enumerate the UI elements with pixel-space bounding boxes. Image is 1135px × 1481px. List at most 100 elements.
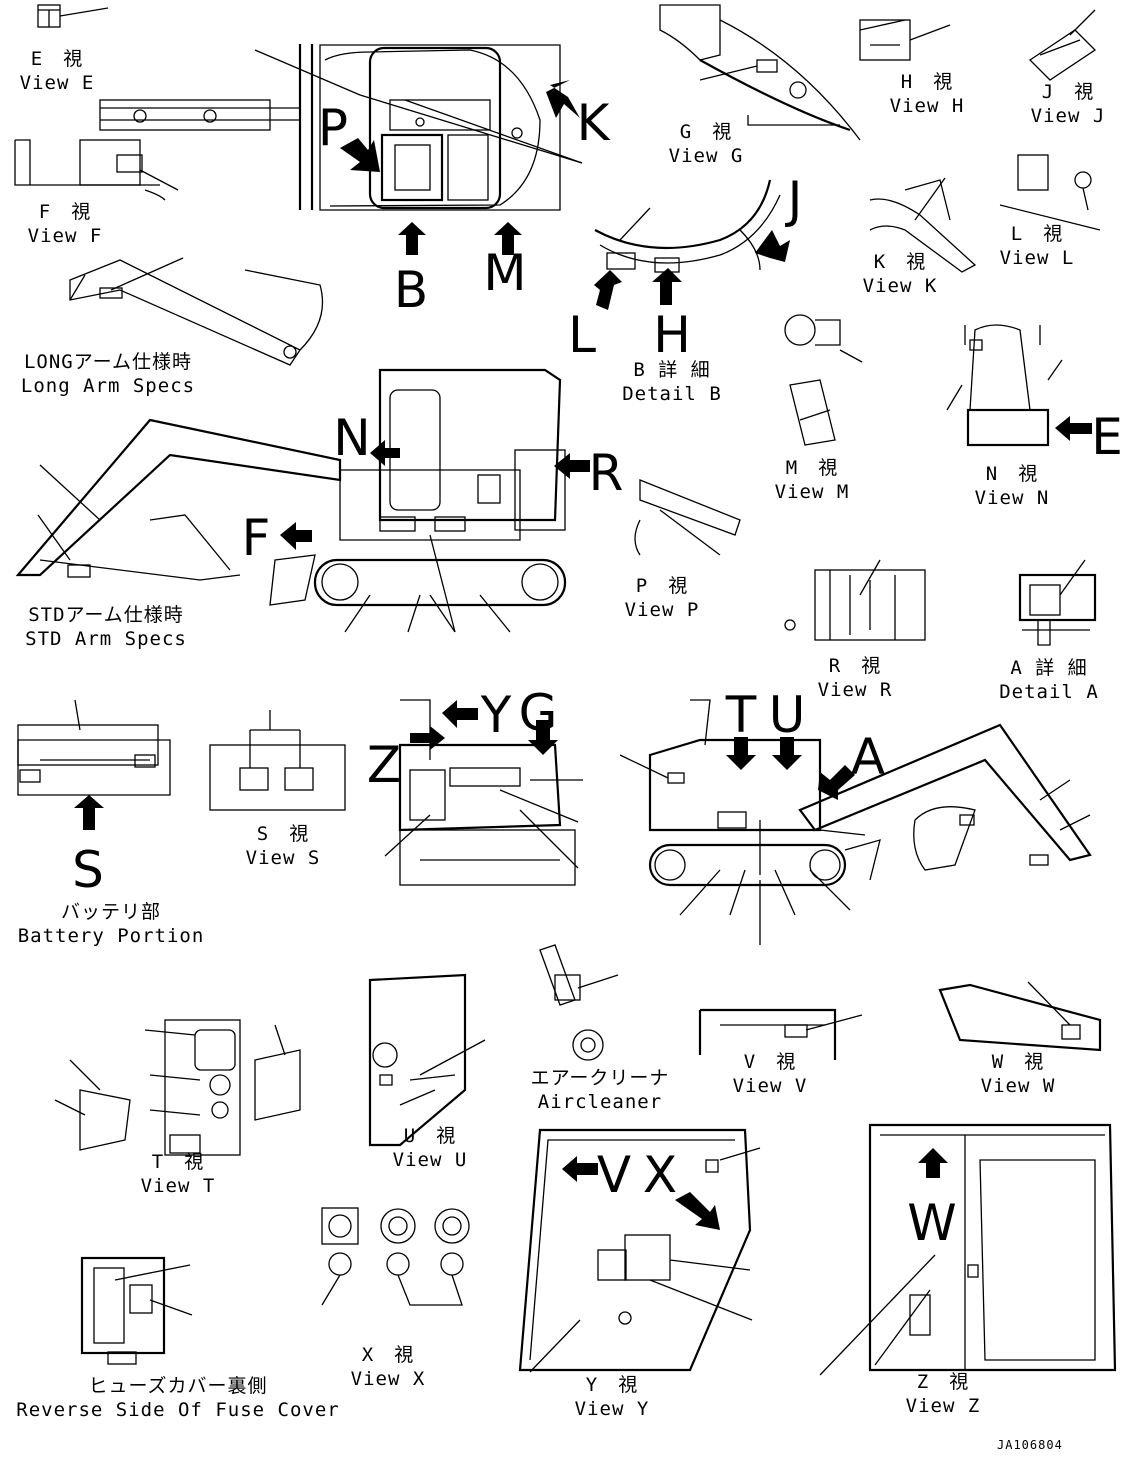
- view-t-sketch: [54, 1019, 301, 1156]
- view-j-en: View J: [1030, 105, 1106, 127]
- view-z-sketch: [819, 1123, 1117, 1376]
- arrow-letter-y: Y: [480, 686, 512, 744]
- arrow-letter-r: R: [588, 444, 624, 502]
- view-m-sketch: [784, 314, 863, 446]
- view-w-sketch: [938, 981, 1102, 1052]
- battery-jp: バッテリ部: [60, 901, 161, 923]
- view-y-sketch: [518, 1128, 761, 1373]
- view-k-sketch: [869, 177, 977, 273]
- aircleaner-sketch: [539, 944, 619, 1061]
- view-e-jp: E 視: [30, 48, 84, 70]
- arrow-letter-w: W: [907, 1194, 957, 1252]
- detail-a-jp: A 詳 細: [1010, 657, 1088, 679]
- view-n-en: View N: [974, 487, 1050, 509]
- view-j-jp: J 視: [1041, 81, 1095, 103]
- drawing-code: JA106804: [997, 1438, 1063, 1452]
- arrow-letter-g: G: [518, 684, 558, 742]
- arrow-letter-p: P: [317, 99, 349, 157]
- view-r-sketch: [784, 559, 926, 641]
- view-r-en: View R: [817, 679, 893, 701]
- view-v-sketch: [698, 1008, 863, 1060]
- view-u-sketch: [368, 973, 486, 1147]
- view-l-sketch: [999, 154, 1101, 231]
- view-f-en: View F: [27, 225, 103, 247]
- view-n-sketch: [946, 324, 1063, 447]
- std-arm-en: STD Arm Specs: [25, 628, 187, 650]
- view-f-jp: F 視: [38, 201, 92, 223]
- view-s-en: View S: [245, 847, 321, 869]
- long-arm-sketch: [69, 257, 324, 366]
- view-k-en: View K: [862, 275, 938, 297]
- view-t-jp: T 視: [151, 1151, 205, 1173]
- view-w-jp: W 視: [991, 1051, 1045, 1073]
- arrow-letter-a: A: [850, 728, 886, 786]
- view-g-sketch: [659, 4, 861, 141]
- view-g-jp: G 視: [679, 121, 733, 143]
- view-r-jp: R 視: [828, 655, 882, 677]
- arrow-letter-b: B: [393, 261, 429, 319]
- battery-sketch: [17, 699, 171, 796]
- top-plan-view: [99, 44, 583, 211]
- view-p-en: View P: [624, 599, 700, 621]
- view-n-jp: N 視: [985, 463, 1039, 485]
- view-t-en: View T: [140, 1175, 216, 1197]
- view-z-jp: Z 視: [916, 1371, 970, 1393]
- view-l-jp: L 視: [1010, 223, 1064, 245]
- battery-en: Battery Portion: [17, 925, 205, 947]
- view-k-jp: K 視: [873, 251, 927, 273]
- view-l-en: View L: [999, 247, 1075, 269]
- detail-b-sketch: [594, 179, 781, 273]
- arrow-letter-s: S: [72, 841, 104, 899]
- fuse-cover-en: Reverse Side Of Fuse Cover: [16, 1399, 340, 1421]
- view-e-en: View E: [19, 72, 95, 94]
- view-y-en: View Y: [574, 1398, 650, 1420]
- view-v-en: View V: [732, 1075, 808, 1097]
- fuse-cover-sketch: [80, 1256, 193, 1365]
- fuse-cover-jp: ヒューズカバー裏側: [88, 1375, 268, 1397]
- view-x-en: View X: [350, 1368, 426, 1390]
- view-x-jp: X 視: [361, 1344, 415, 1366]
- arrow-letter-t: T: [725, 686, 757, 744]
- arrow-letter-z: Z: [366, 736, 402, 794]
- view-s-sketch: [209, 710, 346, 811]
- long-arm-en: Long Arm Specs: [20, 375, 196, 397]
- view-m-jp: M 視: [785, 457, 839, 479]
- aircleaner-jp: エアークリーナ: [530, 1067, 670, 1089]
- view-j-sketch: [1028, 9, 1097, 81]
- arrow-letter-m: M: [483, 244, 527, 302]
- arrow-letter-e: E: [1091, 408, 1123, 466]
- arrow-letter-h: H: [653, 306, 691, 364]
- view-u-en: View U: [392, 1149, 468, 1171]
- arrow-letter-f: F: [241, 509, 271, 567]
- view-x-sketch: [321, 1207, 470, 1306]
- arrow-letter-u: U: [768, 686, 806, 744]
- arrow-letter-n: N: [333, 409, 371, 467]
- rear-view: [384, 699, 583, 886]
- arrow-letter-x: X: [642, 1146, 678, 1204]
- view-s-jp: S 視: [256, 823, 310, 845]
- view-g-en: View G: [668, 145, 744, 167]
